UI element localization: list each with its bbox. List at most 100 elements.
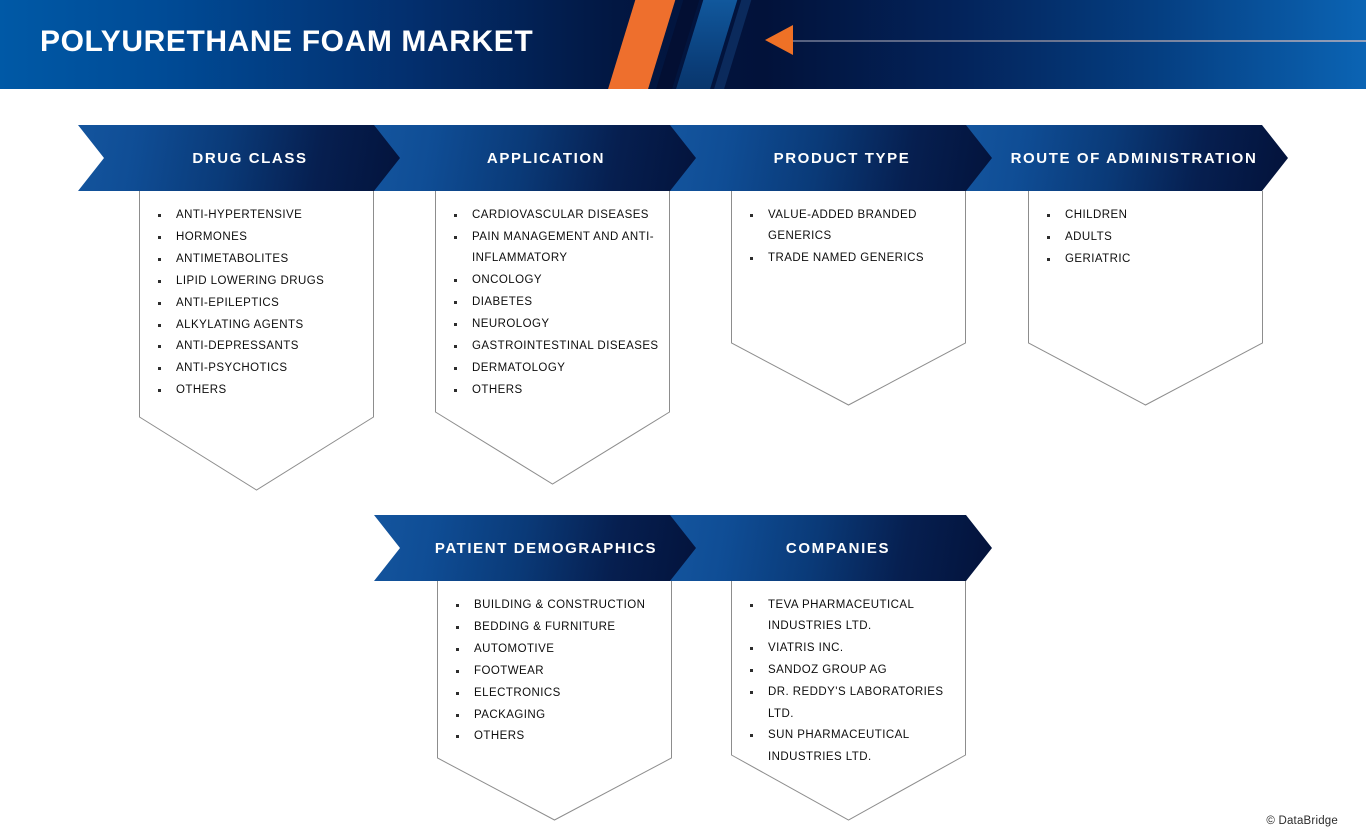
- bullet-icon: [454, 323, 457, 327]
- segment-banner-drug-class[interactable]: DRUG CLASS: [78, 125, 408, 191]
- list-item: DR. REDDY'S LABORATORIES LTD.: [749, 682, 958, 725]
- list-item: VALUE-ADDED BRANDED GENERICS: [749, 205, 958, 248]
- segment-banner-label: APPLICATION: [486, 149, 606, 167]
- header-banner: POLYURETHANE FOAM MARKET: [0, 0, 1366, 89]
- list-item-label: VIATRIS INC.: [768, 642, 844, 655]
- bullet-icon: [456, 669, 459, 673]
- list-item: ALKYLATING AGENTS: [157, 315, 366, 336]
- bullet-icon: [158, 345, 161, 349]
- list-item: DERMATOLOGY: [453, 358, 662, 379]
- segment-banner-application[interactable]: APPLICATION: [374, 125, 704, 191]
- bullet-icon: [158, 301, 161, 305]
- bullet-icon: [1047, 235, 1050, 239]
- list-item: BUILDING & CONSTRUCTION: [455, 595, 664, 616]
- bullet-icon: [158, 367, 161, 371]
- list-item-label: ANTI-HYPERTENSIVE: [176, 209, 303, 221]
- left-arrow-icon: [765, 25, 793, 55]
- list-item-label: DR. REDDY'S LABORATORIES LTD.: [768, 686, 944, 720]
- list-item: FOOTWEAR: [455, 661, 664, 682]
- list-item: HORMONES: [157, 227, 366, 248]
- list-item: CARDIOVASCULAR DISEASES: [453, 205, 662, 226]
- list-item-label: CHILDREN: [1065, 209, 1128, 221]
- bullet-icon: [456, 647, 459, 651]
- list-item: ANTI-EPILEPTICS: [157, 293, 366, 314]
- bullet-icon: [158, 257, 161, 261]
- list-item: NEUROLOGY: [453, 314, 662, 335]
- segment-box-patient-demographics: BUILDING & CONSTRUCTION BEDDING & FURNIT…: [437, 581, 672, 821]
- list-item: SANDOZ GROUP AG: [749, 660, 958, 681]
- list-item-label: ELECTRONICS: [474, 686, 561, 699]
- bullet-icon: [454, 235, 457, 239]
- bullet-icon: [750, 691, 753, 695]
- segment-banner-label: COMPANIES: [785, 539, 891, 557]
- list-item: AUTOMOTIVE: [455, 639, 664, 660]
- segment-item-list: CHILDREN ADULTS GERIATRIC: [1028, 191, 1263, 270]
- list-item: ONCOLOGY: [453, 270, 662, 291]
- list-item-label: SUN PHARMACEUTICAL INDUSTRIES LTD.: [768, 729, 910, 763]
- header-rule-line: [790, 40, 1366, 42]
- list-item: OTHERS: [453, 380, 662, 401]
- segment-banner-route-of-administration[interactable]: ROUTE OF ADMINISTRATION: [966, 125, 1288, 191]
- list-item-label: DERMATOLOGY: [472, 361, 566, 374]
- segment-banner-companies[interactable]: COMPANIES: [670, 515, 992, 581]
- list-item-label: HORMONES: [176, 230, 248, 243]
- page-title: POLYURETHANE FOAM MARKET: [40, 25, 534, 58]
- copyright-label: © DataBridge: [1266, 815, 1338, 827]
- list-item-label: PAIN MANAGEMENT AND ANTI-INFLAMMATORY: [472, 230, 655, 265]
- list-item-label: TEVA PHARMACEUTICAL INDUSTRIES LTD.: [768, 599, 914, 633]
- segment-box-route-of-administration: CHILDREN ADULTS GERIATRIC: [1028, 191, 1263, 406]
- bullet-icon: [454, 214, 457, 217]
- segment-banner-patient-demographics[interactable]: PATIENT DEMOGRAPHICS: [374, 515, 704, 581]
- list-item: PACKAGING: [455, 705, 664, 726]
- list-item-label: BUILDING & CONSTRUCTION: [474, 599, 646, 611]
- segment-item-list: BUILDING & CONSTRUCTION BEDDING & FURNIT…: [437, 581, 672, 748]
- list-item-label: ONCOLOGY: [472, 274, 543, 287]
- segment-banner-product-type[interactable]: PRODUCT TYPE: [670, 125, 1000, 191]
- list-item: DIABETES: [453, 292, 662, 313]
- bullet-icon: [750, 604, 753, 607]
- list-item: GASTROINTESTINAL DISEASES: [453, 336, 662, 357]
- list-item-label: GERIATRIC: [1065, 252, 1131, 265]
- list-item-label: LIPID LOWERING DRUGS: [176, 274, 325, 287]
- list-item-label: CARDIOVASCULAR DISEASES: [472, 209, 649, 221]
- bullet-icon: [158, 323, 161, 327]
- list-item-label: FOOTWEAR: [474, 664, 545, 677]
- list-item: ANTI-DEPRESSANTS: [157, 336, 366, 357]
- list-item-label: OTHERS: [176, 384, 227, 397]
- list-item-label: PACKAGING: [474, 708, 546, 721]
- bullet-icon: [454, 388, 457, 392]
- segment-item-list: TEVA PHARMACEUTICAL INDUSTRIES LTD. VIAT…: [731, 581, 966, 768]
- bullet-icon: [750, 734, 753, 738]
- list-item-label: BEDDING & FURNITURE: [474, 620, 616, 633]
- bullet-icon: [456, 604, 459, 607]
- list-item: VIATRIS INC.: [749, 638, 958, 659]
- list-item-label: SANDOZ GROUP AG: [768, 664, 888, 677]
- list-item: OTHERS: [455, 726, 664, 747]
- list-item: ANTI-PSYCHOTICS: [157, 358, 366, 379]
- bullet-icon: [158, 389, 161, 393]
- bullet-icon: [456, 713, 459, 717]
- bullet-icon: [158, 279, 161, 283]
- bullet-icon: [454, 301, 457, 305]
- list-item-label: NEUROLOGY: [472, 318, 550, 331]
- list-item: PAIN MANAGEMENT AND ANTI-INFLAMMATORY: [453, 227, 662, 270]
- list-item-label: OTHERS: [474, 730, 525, 743]
- list-item: ADULTS: [1046, 227, 1255, 248]
- list-item: SUN PHARMACEUTICAL INDUSTRIES LTD.: [749, 725, 958, 768]
- segment-item-list: VALUE-ADDED BRANDED GENERICS TRADE NAMED…: [731, 191, 966, 270]
- segment-banner-label: PATIENT DEMOGRAPHICS: [434, 539, 658, 557]
- bullet-icon: [456, 735, 459, 739]
- bullet-icon: [1047, 214, 1050, 217]
- list-item: TEVA PHARMACEUTICAL INDUSTRIES LTD.: [749, 595, 958, 638]
- bullet-icon: [454, 344, 457, 348]
- list-item-label: TRADE NAMED GENERICS: [768, 252, 924, 265]
- list-item-label: ALKYLATING AGENTS: [176, 318, 304, 331]
- list-item: TRADE NAMED GENERICS: [749, 248, 958, 269]
- segment-box-application: CARDIOVASCULAR DISEASES PAIN MANAGEMENT …: [435, 191, 670, 485]
- segment-box-drug-class: ANTI-HYPERTENSIVE HORMONES ANTIMETABOLIT…: [139, 191, 374, 491]
- segment-box-companies: TEVA PHARMACEUTICAL INDUSTRIES LTD. VIAT…: [731, 581, 966, 821]
- bullet-icon: [750, 257, 753, 261]
- segment-banner-label: ROUTE OF ADMINISTRATION: [1010, 149, 1258, 167]
- list-item-label: DIABETES: [472, 296, 533, 309]
